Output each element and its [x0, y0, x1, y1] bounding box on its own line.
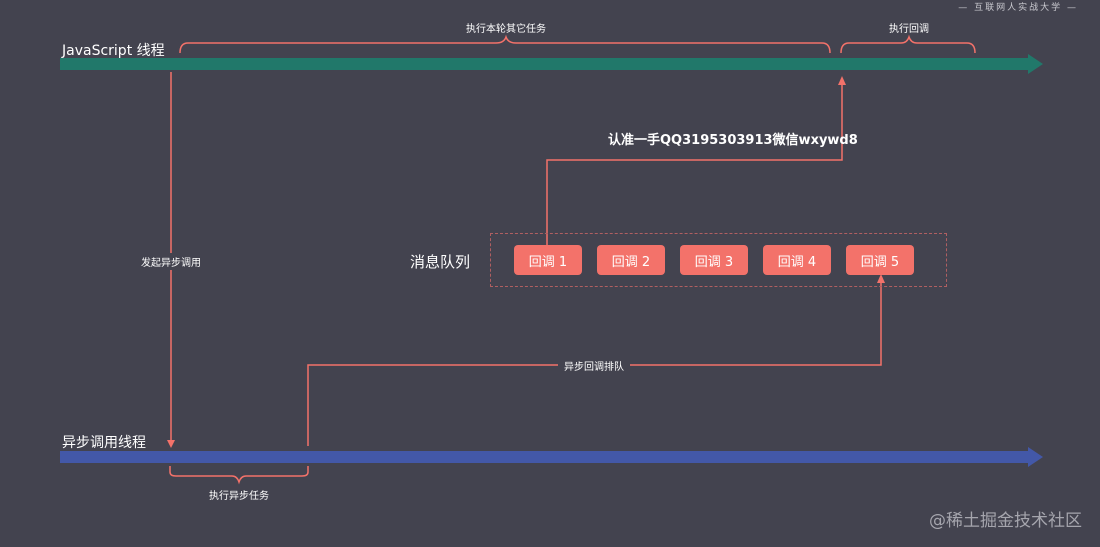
async-thread-label: 异步调用线程: [62, 435, 146, 451]
label-exec-other-tasks: 执行本轮其它任务: [466, 24, 546, 35]
callback-item-1: 回调 1: [514, 245, 582, 275]
js-thread-label: JavaScript 线程: [62, 43, 165, 59]
callback-item-2: 回调 2: [597, 245, 665, 275]
js-thread-lane-arrow: [60, 54, 1043, 74]
callback-item-5: 回调 5: [846, 245, 914, 275]
message-queue-box: [490, 233, 947, 287]
label-exec-callback: 执行回调: [889, 24, 929, 35]
callback-item-4: 回调 4: [763, 245, 831, 275]
label-exec-async-task: 执行异步任务: [209, 491, 269, 502]
label-start-async-call: 发起异步调用: [135, 253, 207, 270]
brace-exec-async-task: [169, 466, 309, 485]
message-queue-title: 消息队列: [410, 253, 471, 271]
brace-exec-callback: [840, 34, 976, 54]
brace-exec-other-tasks: [179, 34, 831, 54]
label-queue-callback: 异步回调排队: [558, 357, 630, 374]
watermark-top: — 互联网人实战大学 —: [958, 3, 1078, 13]
watermark-site: @稀土掘金技术社区: [929, 511, 1082, 531]
async-thread-lane-arrow: [60, 447, 1043, 467]
overlay-contact-text: 认准一手QQ3195303913微信wxywd8: [608, 133, 858, 148]
arrow-dequeue-callback: [546, 76, 846, 245]
callback-item-3: 回调 3: [680, 245, 748, 275]
